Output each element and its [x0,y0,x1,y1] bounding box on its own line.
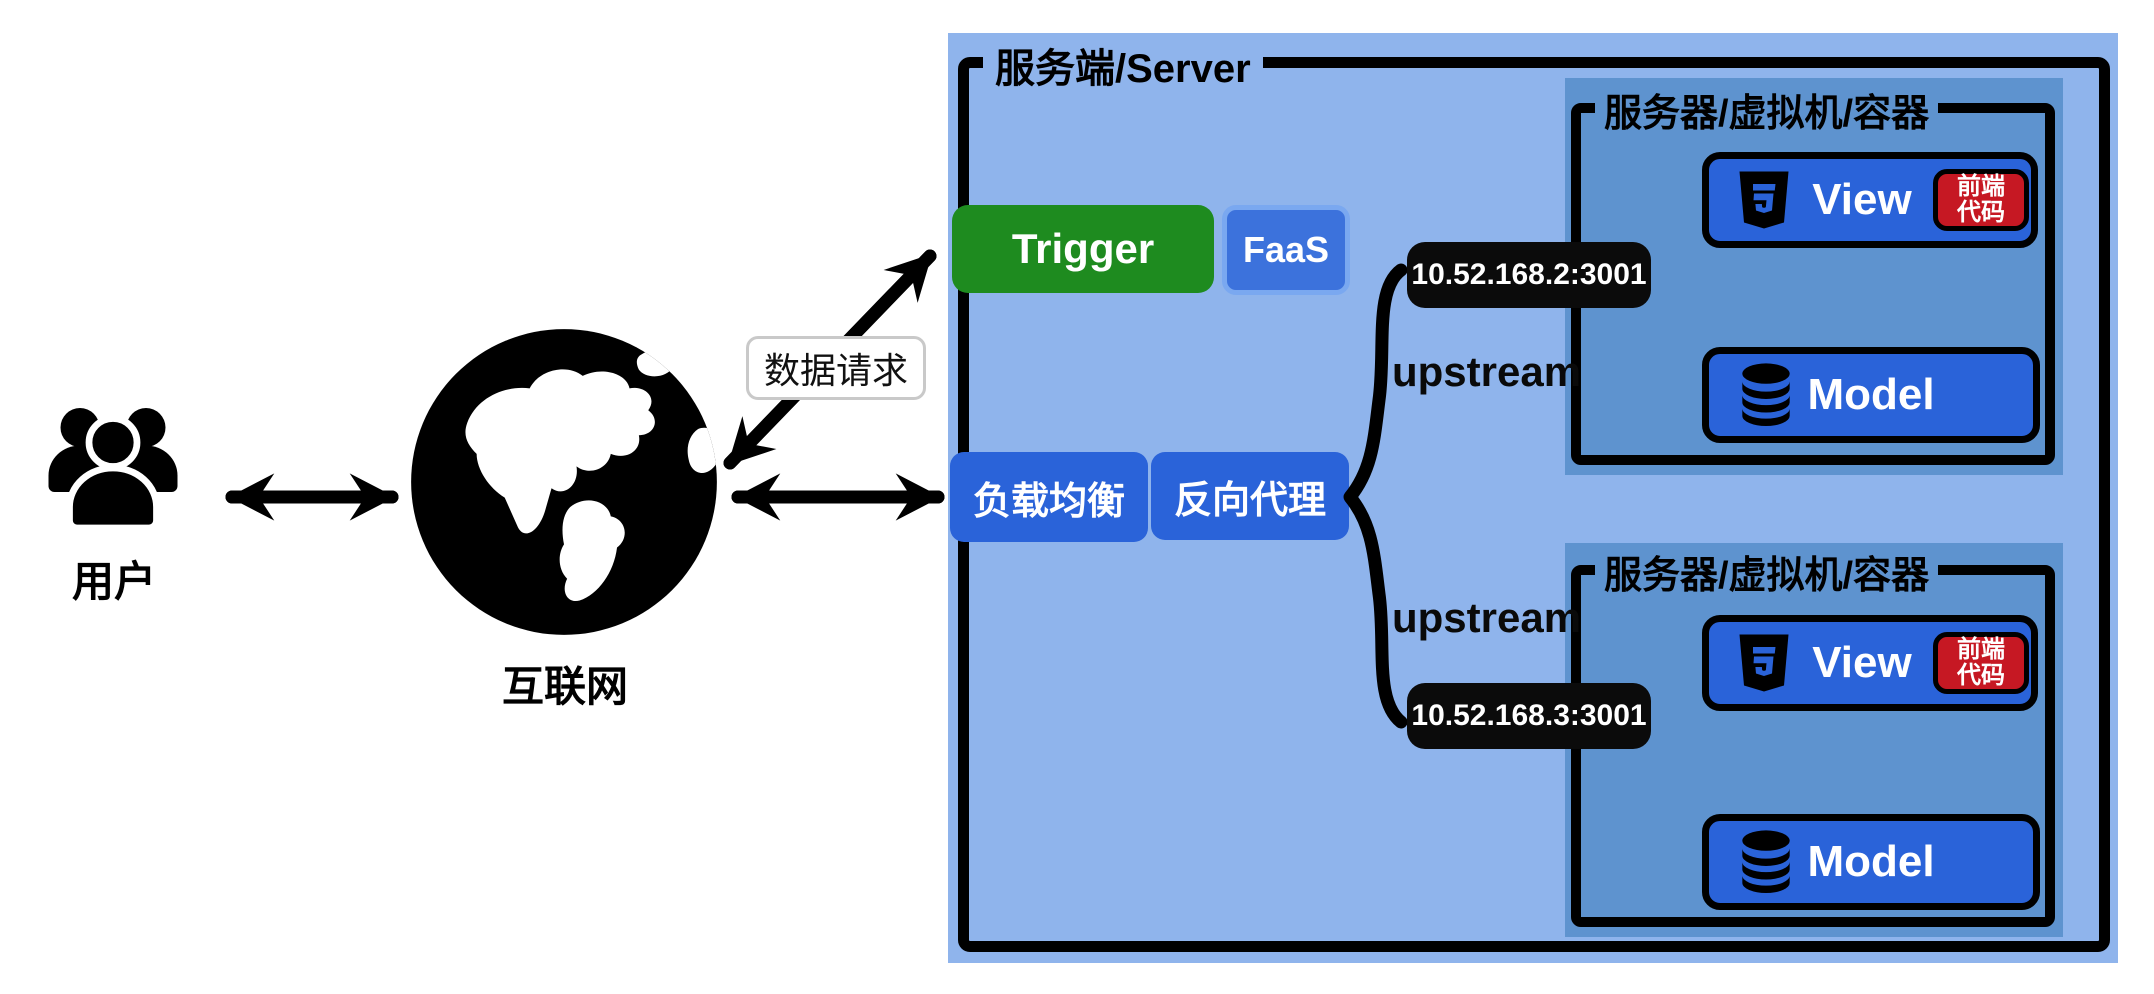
trigger-box: Trigger [952,205,1214,293]
faas-box: FaaS [1222,205,1350,295]
badge-line: 前端 [1957,636,2005,663]
users-icon [48,408,178,532]
node-2-view-box: View 前端 代码 [1702,615,2038,711]
html5-icon [1739,634,1789,692]
globe-icon [411,329,717,635]
ip-address-pill-2: 10.52.168.3:3001 [1407,683,1651,749]
upstream-label-1: upstream [1392,348,1582,395]
model-label: Model [1807,837,1935,886]
data-request-label: 数据请求 [746,336,926,400]
badge-line: 前端 [1957,173,2005,200]
upstream-label-2: upstream [1392,594,1582,641]
database-icon [1742,830,1790,893]
node-1-title: 服务器/虚拟机/容器 [1595,92,1939,136]
node-1-box: 服务器/虚拟机/容器 [1571,92,2055,465]
view-label: View [1812,638,1912,687]
frontend-code-badge: 前端 代码 [1933,169,2029,231]
view-label: View [1812,175,1912,224]
model-label: Model [1807,370,1935,419]
internet-label: 互联网 [501,663,628,710]
load-balancer-box: 负载均衡 [950,452,1148,542]
users-label: 用户 [71,558,156,605]
node-1-model-box: Model [1702,347,2040,443]
html5-icon [1739,171,1789,229]
ip-address-pill-1: 10.52.168.2:3001 [1407,242,1651,308]
server-box-title: 服务端/Server [983,46,1263,93]
node-2-model-box: Model [1702,814,2040,910]
database-icon [1742,363,1790,426]
badge-line: 代码 [1957,662,2005,689]
reverse-proxy-box: 反向代理 [1151,452,1349,540]
node-1-view-box: View 前端 代码 [1702,152,2038,248]
frontend-code-badge: 前端 代码 [1933,632,2029,694]
badge-line: 代码 [1957,199,2005,226]
node-2-box: 服务器/虚拟机/容器 [1571,554,2055,927]
node-2-title: 服务器/虚拟机/容器 [1595,554,1939,598]
